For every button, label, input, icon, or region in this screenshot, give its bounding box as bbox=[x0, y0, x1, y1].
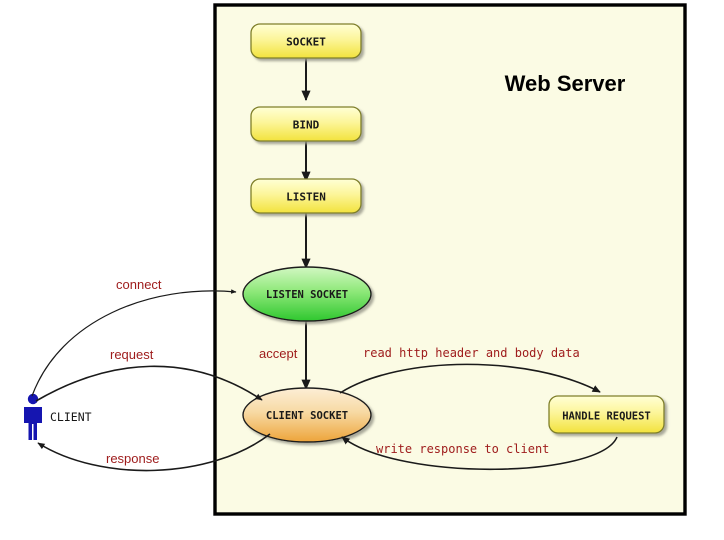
node-listen[interactable]: LISTEN bbox=[250, 178, 362, 214]
response-curve bbox=[37, 433, 271, 472]
edge-accept: accept bbox=[259, 346, 298, 361]
client-actor-body bbox=[24, 407, 42, 440]
accept-label: accept bbox=[259, 346, 298, 361]
request-curve bbox=[35, 365, 263, 402]
web-server-title: Web Server bbox=[505, 71, 626, 96]
listen-socket-ellipse-shape bbox=[242, 266, 372, 322]
node-client-socket[interactable]: CLIENT SOCKET bbox=[242, 387, 372, 443]
read-request-curve bbox=[339, 363, 601, 394]
read-request-label: read http header and body data bbox=[363, 346, 580, 360]
edge-write-response: write response to client bbox=[341, 436, 618, 471]
request-label: request bbox=[110, 347, 154, 362]
handle-request-label: HANDLE REQUEST bbox=[562, 411, 651, 423]
bind-box-shape bbox=[250, 106, 362, 142]
bind-box-label: BIND bbox=[293, 119, 320, 132]
node-client-actor[interactable]: CLIENT bbox=[24, 393, 92, 440]
write-response-curve bbox=[341, 436, 618, 471]
edge-connect: connect bbox=[31, 277, 237, 397]
client-actor-head bbox=[27, 393, 39, 405]
socket-box-label: SOCKET bbox=[286, 36, 326, 49]
socket-box-shape bbox=[250, 23, 362, 59]
client-socket-ellipse-shape bbox=[242, 387, 372, 443]
connect-label: connect bbox=[116, 277, 162, 292]
edge-response: response bbox=[37, 433, 271, 472]
node-bind[interactable]: BIND bbox=[250, 106, 362, 142]
edge-request: request bbox=[35, 347, 263, 402]
listen-socket-label: LISTEN SOCKET bbox=[266, 289, 348, 301]
node-socket[interactable]: SOCKET bbox=[250, 23, 362, 59]
node-handle-request[interactable]: HANDLE REQUEST bbox=[548, 395, 665, 434]
client-actor-label: CLIENT bbox=[50, 410, 92, 424]
listen-box-label: LISTEN bbox=[286, 191, 326, 204]
write-response-label: write response to client bbox=[376, 442, 549, 456]
response-label: response bbox=[106, 451, 159, 466]
listen-box-shape bbox=[250, 178, 362, 214]
client-socket-label: CLIENT SOCKET bbox=[266, 410, 348, 422]
node-listen-socket[interactable]: LISTEN SOCKET bbox=[242, 266, 372, 322]
handle-request-box-shape bbox=[548, 395, 665, 434]
edge-read-request: read http header and body data bbox=[339, 346, 601, 394]
connect-curve bbox=[31, 289, 237, 397]
